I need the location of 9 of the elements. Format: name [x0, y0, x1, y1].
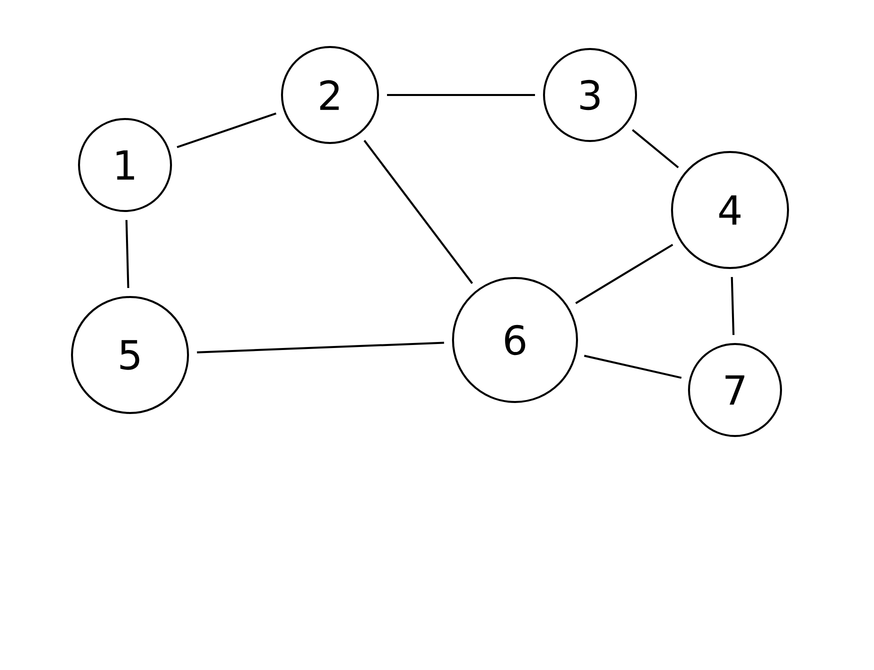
connector-line [730, 276, 734, 336]
connector-line [584, 354, 682, 379]
connector-line [176, 112, 276, 148]
connector-line [196, 342, 444, 354]
connector-line [387, 94, 535, 96]
connector-line [632, 129, 679, 168]
connector-line [364, 140, 474, 284]
connector-line [575, 244, 674, 304]
connector-line [125, 220, 130, 288]
